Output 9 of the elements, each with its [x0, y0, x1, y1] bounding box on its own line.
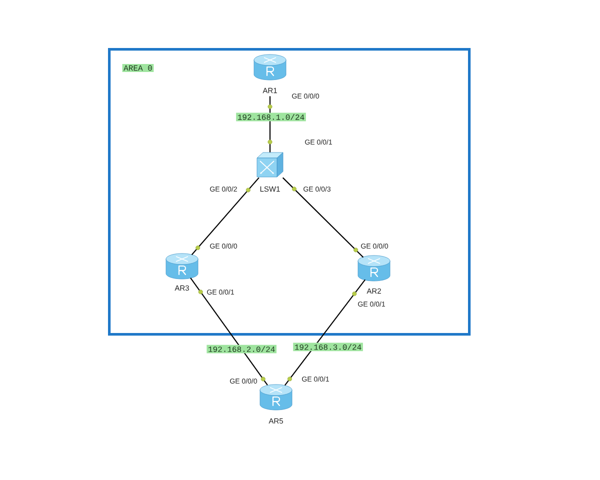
area-label: AREA 0	[122, 64, 154, 72]
edge-label: 192.168.2.0/24	[206, 344, 276, 354]
link-line	[190, 278, 268, 386]
link-line	[284, 279, 366, 386]
edge-label: 192.168.1.0/24	[236, 112, 306, 122]
link-line	[282, 177, 364, 258]
link-line	[191, 177, 260, 256]
edge-label: 192.168.3.0/24	[293, 342, 363, 352]
link-line	[269, 96, 271, 152]
